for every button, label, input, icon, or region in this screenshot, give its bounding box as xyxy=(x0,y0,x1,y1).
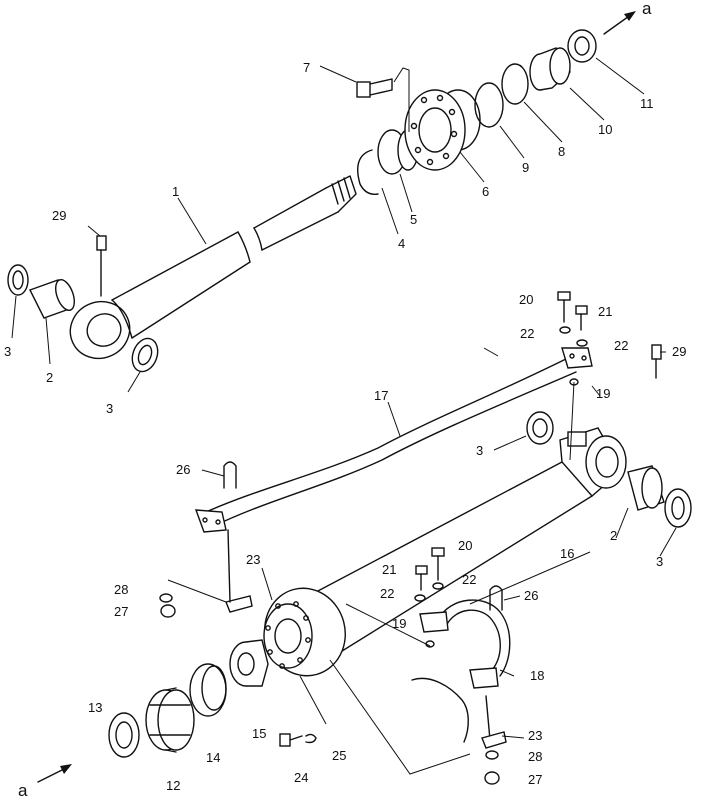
rod-seal xyxy=(567,29,597,63)
callout-26-left: 26 xyxy=(176,462,190,477)
callout-25: 25 xyxy=(332,748,346,763)
u-bolt-left xyxy=(223,461,237,489)
callout-21-bottom: 21 xyxy=(382,562,396,577)
callout-2-right: 2 xyxy=(610,528,617,543)
callout-26-right: 26 xyxy=(524,588,538,603)
grease-fitting-right xyxy=(651,344,662,379)
callout-1: 1 xyxy=(172,184,179,199)
o-ring xyxy=(501,63,529,105)
tube xyxy=(205,355,573,513)
callout-21-top: 21 xyxy=(598,304,612,319)
callout-20-top: 20 xyxy=(519,292,533,307)
tube-18-flange xyxy=(469,667,499,689)
callout-22-top-left: 22 xyxy=(520,326,534,341)
backup-ring xyxy=(474,82,504,128)
callout-22-bottom-right: 22 xyxy=(462,572,476,587)
tube-flange-right xyxy=(561,347,593,369)
cylinder-tube xyxy=(263,427,627,677)
leader-lines xyxy=(11,57,677,775)
piston-rod xyxy=(69,175,357,360)
bolt-24 xyxy=(279,733,317,747)
piston xyxy=(145,687,195,753)
callout-3-center: 3 xyxy=(476,443,483,458)
callout-20-bottom: 20 xyxy=(458,538,472,553)
arrow-a-top-label: a xyxy=(642,0,652,18)
callout-5: 5 xyxy=(410,212,417,227)
callout-28-right: 28 xyxy=(528,749,542,764)
callout-labels: 1 2 2 3 3 3 3 4 5 6 7 8 9 10 11 12 13 14… xyxy=(4,0,686,800)
callout-12: 12 xyxy=(166,778,180,793)
callout-24: 24 xyxy=(294,770,308,785)
callout-13: 13 xyxy=(88,700,102,715)
washers-right xyxy=(484,750,500,785)
callout-14: 14 xyxy=(206,750,220,765)
callout-10: 10 xyxy=(598,122,612,137)
arrow-a-top xyxy=(603,11,636,35)
piston-seal xyxy=(108,712,140,758)
arrow-a-bottom xyxy=(37,764,72,783)
tube-18-flange-top xyxy=(419,611,449,633)
bushing-right xyxy=(627,465,665,511)
arrow-a-bottom-label: a xyxy=(18,781,28,800)
callout-11: 11 xyxy=(640,96,654,111)
callout-3-right: 3 xyxy=(656,554,663,569)
callout-22-bottom-left: 22 xyxy=(380,586,394,601)
callout-3-under-eye: 3 xyxy=(106,401,113,416)
callout-22-top-right: 22 xyxy=(614,338,628,353)
dust-seal-center xyxy=(526,411,554,445)
callout-8: 8 xyxy=(558,144,565,159)
washers-left xyxy=(159,593,176,618)
callout-19-top: 19 xyxy=(596,386,610,401)
bolts-bottom xyxy=(414,547,445,648)
callout-6: 6 xyxy=(482,184,489,199)
callout-16: 16 xyxy=(560,546,574,561)
callout-23-right: 23 xyxy=(528,728,542,743)
grease-fitting-top xyxy=(96,235,107,297)
callout-27-right: 27 xyxy=(528,772,542,787)
u-bolt-right xyxy=(489,585,503,611)
callout-4: 4 xyxy=(398,236,405,251)
tube-18 xyxy=(437,599,511,677)
bolt-7 xyxy=(356,67,410,132)
rod-bushing xyxy=(529,47,571,91)
callout-2-left: 2 xyxy=(46,370,53,385)
callout-3-far-left: 3 xyxy=(4,344,11,359)
callout-29-right: 29 xyxy=(672,344,686,359)
dust-seal-right xyxy=(664,488,692,528)
callout-23-left: 23 xyxy=(246,552,260,567)
piston-nut xyxy=(229,639,269,687)
callout-19-bottom: 19 xyxy=(392,616,406,631)
clamp-band xyxy=(411,677,507,749)
callout-9: 9 xyxy=(522,160,529,175)
callout-28-left: 28 xyxy=(114,582,128,597)
callout-15: 15 xyxy=(252,726,266,741)
callout-29-top: 29 xyxy=(52,208,66,223)
clamp-left xyxy=(225,529,253,613)
callout-18: 18 xyxy=(530,668,544,683)
snap-ring xyxy=(357,149,379,195)
bushing-left xyxy=(29,279,75,319)
callout-7: 7 xyxy=(303,60,310,75)
dust-seal-far-left xyxy=(7,264,29,296)
bolts-top xyxy=(557,291,588,386)
callout-27-left: 27 xyxy=(114,604,128,619)
wear-ring-14 xyxy=(189,663,227,717)
cylinder-head xyxy=(404,89,481,171)
callout-17: 17 xyxy=(374,388,388,403)
dust-seal-under-eye xyxy=(131,337,159,373)
tube-flange-left xyxy=(194,509,227,533)
